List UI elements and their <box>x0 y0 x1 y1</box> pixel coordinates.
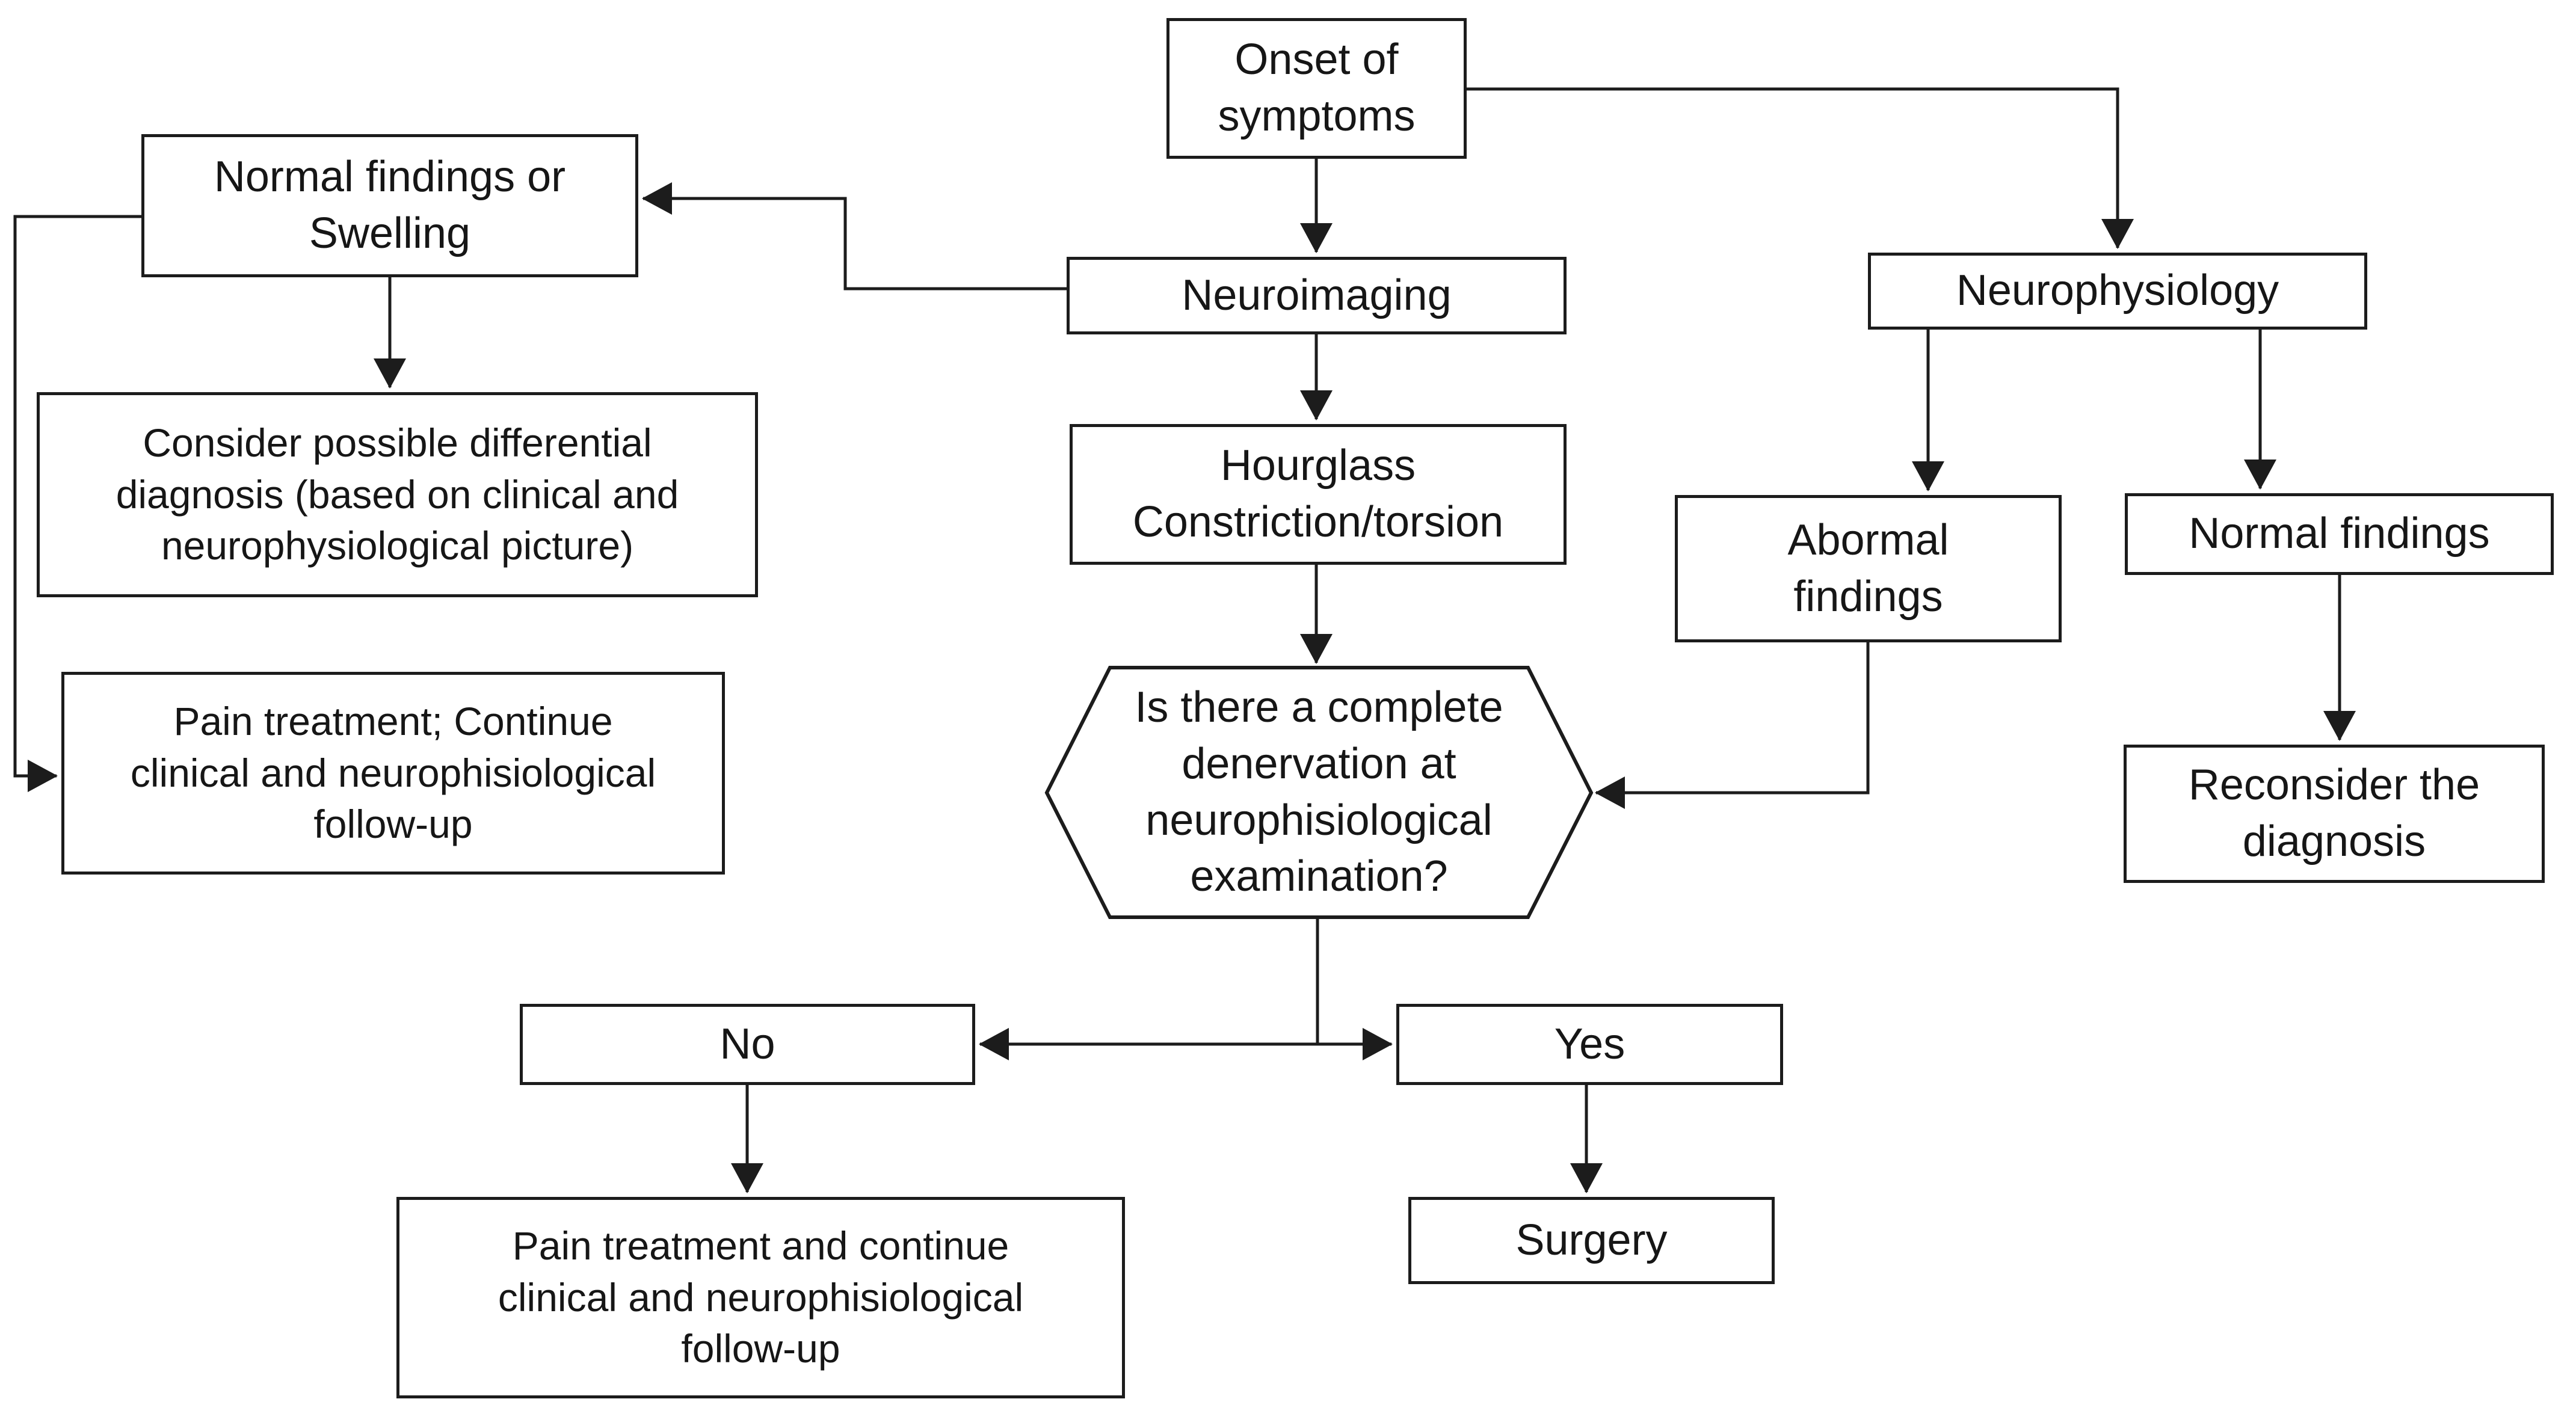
node-neuroimaging: Neuroimaging <box>1067 257 1567 334</box>
edge-onset-to-neurophysiology <box>1467 87 2134 249</box>
edge-abormal-findings-to-decision <box>1595 642 1870 809</box>
node-reconsider-diagnosis: Reconsider the diagnosis <box>2124 745 2545 883</box>
node-consider-differential-diagnosis: Consider possible differential diagnosis… <box>37 392 758 597</box>
node-abormal-findings: Abormal findings <box>1675 495 2062 642</box>
edge-neuroimaging-to-normal-findings-or-swelling <box>642 182 1067 291</box>
node-no: No <box>520 1004 975 1085</box>
node-pain-treatment-followup: Pain treatment; Continue clinical and ne… <box>61 672 725 875</box>
node-pain-treatment-continue: Pain treatment and continue clinical and… <box>396 1197 1125 1398</box>
decision-hexagon-outline <box>1044 666 1594 919</box>
node-denervation-question: Is there a complete denervation at neuro… <box>1135 683 1503 901</box>
edge-nfos-to-pain-treatment-followup <box>13 215 141 792</box>
node-normal-findings: Normal findings <box>2125 493 2554 575</box>
node-normal-findings-or-swelling: Normal findings or Swelling <box>141 134 638 277</box>
node-neurophysiology: Neurophysiology <box>1868 253 2367 330</box>
node-hourglass-constriction-torsion: Hourglass Constriction/torsion <box>1070 424 1567 565</box>
node-surgery: Surgery <box>1408 1197 1775 1284</box>
node-onset-of-symptoms: Onset of symptoms <box>1166 18 1467 159</box>
node-yes: Yes <box>1396 1004 1783 1085</box>
